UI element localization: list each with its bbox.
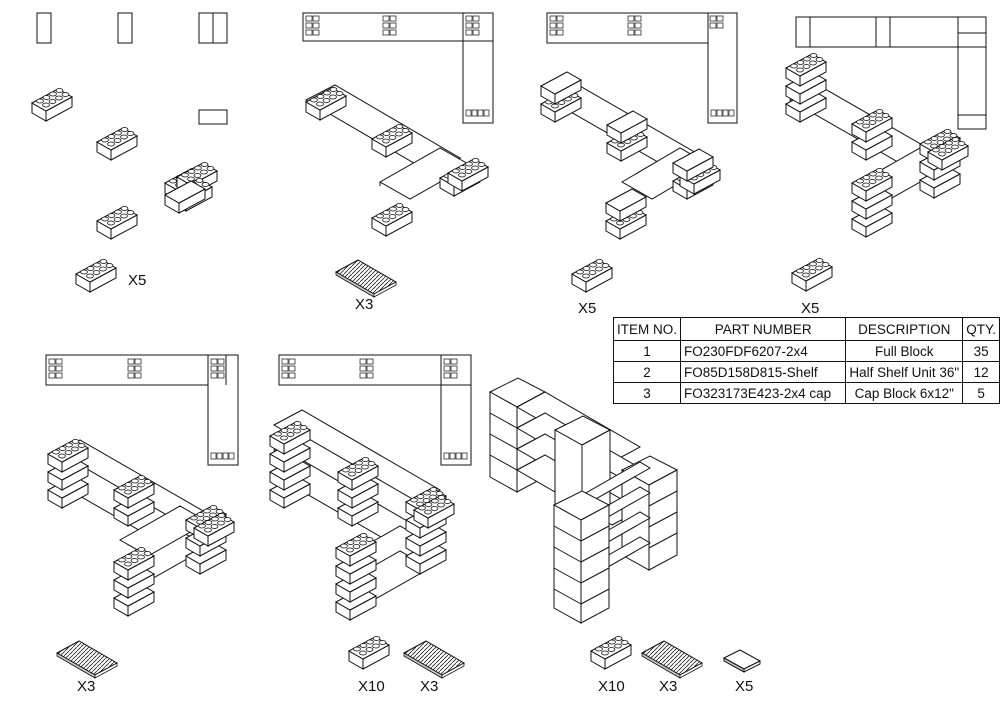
step4-diagram bbox=[785, 16, 987, 292]
step6-part-shelf bbox=[403, 640, 465, 679]
step4-block-qty: X5 bbox=[801, 300, 820, 317]
table-row: 1 FO230FDF6207-2x4 Full Block 35 bbox=[613, 340, 1000, 362]
table-row: 2 FO85D158D815-Shelf Half Shelf Unit 36"… bbox=[613, 361, 1000, 383]
step7-shelf-qty: X3 bbox=[659, 678, 678, 695]
step1-block-qty: X5 bbox=[128, 272, 147, 289]
col-qty: QTY. bbox=[962, 317, 1000, 341]
qty-cell: 12 bbox=[962, 361, 1000, 383]
description-cell: Full Block bbox=[845, 340, 964, 362]
step2-part-shelf bbox=[335, 259, 397, 298]
step1-part-block bbox=[75, 259, 117, 293]
step3-diagram bbox=[540, 12, 738, 293]
table-row: 3 FO323173E423-2x4 cap Cap Block 6x12" 5 bbox=[613, 382, 1000, 404]
step5-shelf-qty: X3 bbox=[77, 678, 96, 695]
step4-top-view bbox=[795, 16, 987, 130]
step1-diagram bbox=[31, 12, 228, 293]
step3-part-block bbox=[571, 259, 613, 293]
description-cell: Half Shelf Unit 36" bbox=[845, 361, 964, 383]
step7-cap-qty: X5 bbox=[735, 678, 754, 695]
step7-part-block bbox=[590, 636, 632, 670]
item-no-cell: 2 bbox=[613, 361, 681, 383]
part-number-cell: FO323173E423-2x4 cap bbox=[679, 382, 847, 404]
col-description: DESCRIPTION bbox=[845, 317, 964, 341]
step3-block-qty: X5 bbox=[578, 300, 597, 317]
part-number-cell: FO85D158D815-Shelf bbox=[679, 361, 847, 383]
step6-shelf-qty: X3 bbox=[420, 678, 439, 695]
qty-cell: 5 bbox=[962, 382, 1000, 404]
col-item-no: ITEM NO. bbox=[613, 317, 681, 341]
bill-of-materials-table: ITEM NO. PART NUMBER DESCRIPTION QTY. 1 … bbox=[613, 317, 1000, 404]
step6-part-block bbox=[348, 636, 390, 670]
col-part-number: PART NUMBER bbox=[679, 317, 847, 341]
step4-part-block bbox=[791, 258, 833, 292]
description-cell: Cap Block 6x12" bbox=[845, 382, 964, 404]
step1-top-view bbox=[36, 12, 228, 125]
item-no-cell: 3 bbox=[613, 382, 681, 404]
table-header-row: ITEM NO. PART NUMBER DESCRIPTION QTY. bbox=[613, 317, 1000, 341]
step2-top-view bbox=[302, 12, 494, 124]
step5-top-view bbox=[45, 354, 239, 466]
step1-blocks bbox=[31, 88, 218, 293]
step5-diagram bbox=[45, 354, 239, 679]
step6-top-view bbox=[278, 354, 472, 466]
step7-part-cap bbox=[722, 649, 762, 673]
step7-part-shelf bbox=[641, 640, 703, 679]
step2-shelf-qty: X3 bbox=[355, 296, 374, 313]
step2-diagram bbox=[302, 12, 494, 298]
step5-part-shelf bbox=[56, 640, 118, 679]
step6-block-qty: X10 bbox=[358, 678, 385, 695]
qty-cell: 35 bbox=[962, 340, 1000, 362]
step3-top-view bbox=[546, 12, 738, 124]
step6-diagram bbox=[269, 354, 472, 679]
step7-block-qty: X10 bbox=[598, 678, 625, 695]
part-number-cell: FO230FDF6207-2x4 bbox=[679, 340, 847, 362]
item-no-cell: 1 bbox=[613, 340, 681, 362]
step7-diagram bbox=[488, 377, 762, 679]
